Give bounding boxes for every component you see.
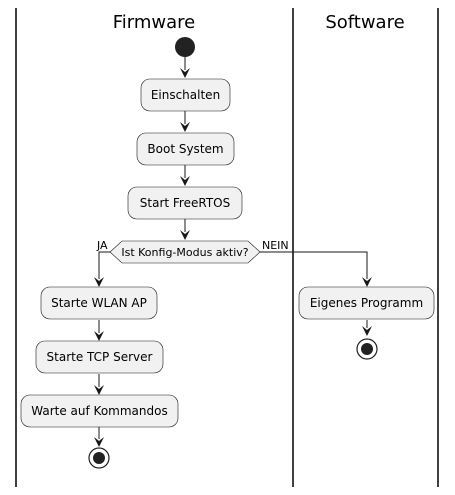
arrowhead [94, 385, 104, 395]
arrowhead [94, 277, 104, 287]
action-label: Starte WLAN AP [51, 296, 147, 310]
action-label: Starte TCP Server [47, 350, 153, 364]
end-node-firmware [88, 447, 110, 469]
action-label: Boot System [147, 142, 223, 156]
action-box [127, 186, 243, 220]
lane-title-software: Software [325, 12, 404, 33]
arrowhead [362, 277, 372, 287]
action-box [40, 286, 158, 320]
action-box [35, 340, 164, 374]
action-boot-system: Boot System [136, 132, 235, 166]
decision-label: Ist Konfig-Modus aktiv? [121, 246, 248, 259]
arrowhead [94, 437, 104, 447]
action-box [20, 394, 179, 428]
action-box [298, 286, 435, 320]
edge-decision-yes [98, 251, 110, 279]
action-warte-auf-kommandos: Warte auf Kommandos [20, 394, 179, 428]
action-starte-tcp-server: Starte TCP Server [35, 340, 164, 374]
action-box [136, 132, 235, 166]
edge-decision-no [260, 251, 368, 279]
action-start-freertos: Start FreeRTOS [127, 186, 243, 220]
arrowhead [180, 122, 190, 132]
start-node [175, 37, 195, 57]
arrowhead [180, 176, 190, 186]
action-eigenes-programm: Eigenes Programm [298, 286, 435, 320]
action-einschalten: Einschalten [140, 78, 231, 112]
action-label: Start FreeRTOS [140, 196, 230, 210]
end-node-software [356, 338, 378, 360]
edge-label-no: NEIN [262, 239, 289, 252]
action-label: Einschalten [151, 88, 220, 102]
action-label: Eigenes Programm [310, 296, 423, 310]
arrowhead [362, 326, 372, 336]
arrowhead [180, 68, 190, 78]
decision-konfig-modus: Ist Konfig-Modus aktiv? [109, 240, 261, 264]
edges [94, 57, 372, 447]
arrowhead [180, 230, 190, 240]
edge-label-yes: JA [96, 239, 108, 252]
action-box [140, 78, 231, 112]
decision-hexagon [109, 240, 261, 264]
action-label: Warte auf Kommandos [31, 404, 167, 418]
arrowhead [94, 331, 104, 341]
action-starte-wlan-ap: Starte WLAN AP [40, 286, 158, 320]
lane-title-firmware: Firmware [113, 12, 196, 33]
